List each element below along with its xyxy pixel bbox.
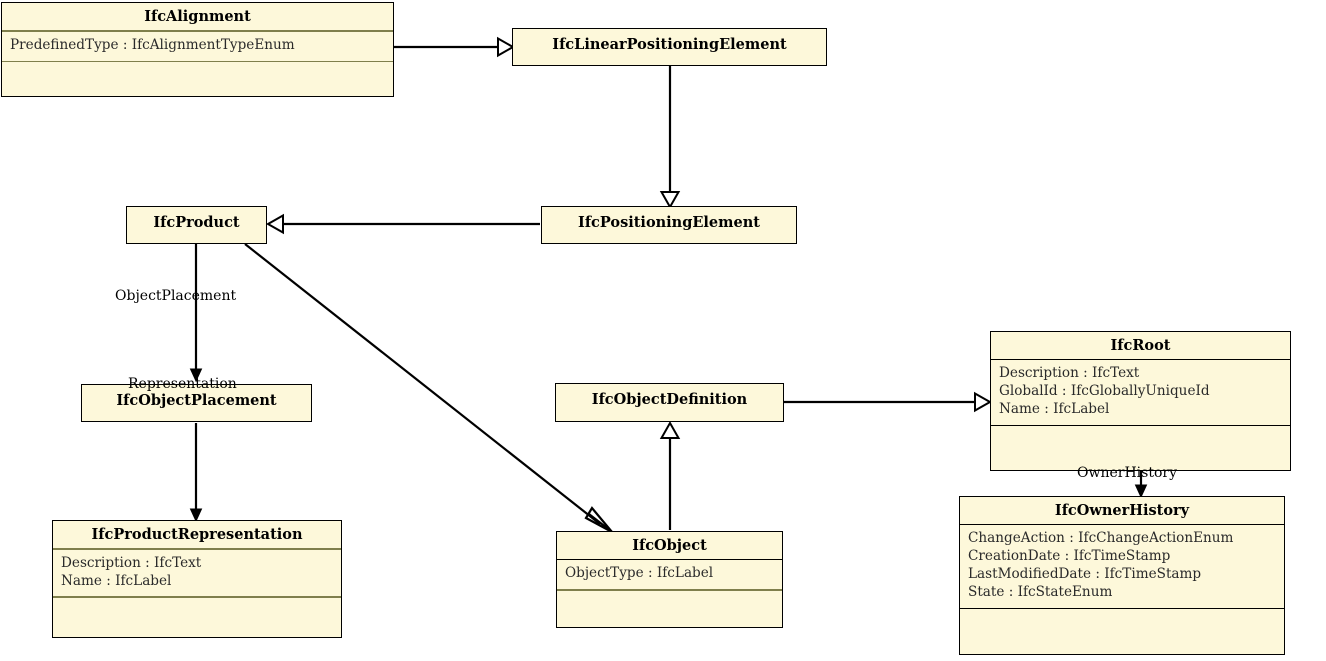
attribute-row: Name : IfcLabel [61, 572, 172, 589]
class-title: IfcAlignment [144, 8, 251, 25]
compartment-divider [960, 524, 1284, 526]
class-title: IfcProduct [153, 214, 240, 231]
class-title: IfcLinearPositioningElement [552, 36, 787, 53]
class-title: IfcProductRepresentation [91, 526, 303, 543]
generalization-arrowhead-tri [584, 506, 613, 533]
class-attributes: Description : IfcText GlobalId : IfcGlob… [991, 360, 1290, 425]
class-title: IfcRoot [1110, 337, 1171, 354]
generalization-arrowhead [659, 191, 681, 210]
attribute-row: CreationDate : IfcTimeStamp [968, 548, 1171, 565]
attribute-row: ObjectType : IfcLabel [565, 565, 714, 582]
compartment-divider [53, 596, 341, 598]
class-operations [960, 609, 1284, 654]
compartment-divider [2, 30, 393, 32]
class-attributes: PredefinedType : IfcAlignmentTypeEnum [2, 32, 393, 61]
generalization-arrowhead [974, 391, 993, 413]
class-box-ifclinearpositioningelement[interactable]: IfcLinearPositioningElement [512, 28, 827, 66]
class-attributes: ObjectType : IfcLabel [557, 560, 782, 589]
class-box-ifcobjectplacement[interactable]: IfcObjectPlacement [81, 384, 312, 422]
class-box-ifcalignment[interactable]: IfcAlignment PredefinedType : IfcAlignme… [1, 2, 394, 97]
attribute-row: LastModifiedDate : IfcTimeStamp [968, 565, 1202, 582]
compartment-divider [991, 424, 1290, 426]
class-title: IfcPositioningElement [578, 214, 760, 231]
class-title: IfcObject [632, 537, 707, 554]
class-attributes: Description : IfcText Name : IfcLabel [53, 550, 341, 597]
class-box-ifcproductrepresentation[interactable]: IfcProductRepresentation Description : I… [52, 520, 342, 638]
compartment-divider [2, 60, 393, 63]
class-box-ifcownerhistory[interactable]: IfcOwnerHistory ChangeAction : IfcChange… [959, 496, 1285, 655]
attribute-row: Description : IfcText [61, 554, 202, 571]
edge-label-object-placement: ObjectPlacement [115, 288, 237, 304]
attribute-row: State : IfcStateEnum [968, 583, 1113, 600]
generalization-arrowhead [265, 213, 284, 235]
generalization-arrowhead [497, 36, 516, 58]
attribute-row: ChangeAction : IfcChangeActionEnum [968, 530, 1234, 547]
class-operations [991, 426, 1290, 470]
attribute-row: Description : IfcText [999, 365, 1140, 382]
edge-label-representation: Representation [128, 376, 237, 392]
attribute-row: PredefinedType : IfcAlignmentTypeEnum [10, 36, 295, 53]
class-title: IfcObjectPlacement [116, 392, 277, 409]
generalization-arrowhead [587, 512, 612, 532]
compartment-divider [557, 559, 782, 561]
attribute-row: GlobalId : IfcGloballyUniqueId [999, 383, 1210, 400]
compartment-divider [53, 548, 341, 550]
class-operations [53, 598, 341, 637]
class-operations [2, 62, 393, 96]
class-title: IfcOwnerHistory [1054, 502, 1190, 519]
class-box-ifcobjectdefinition[interactable]: IfcObjectDefinition [555, 383, 784, 422]
edge-label-owner-history: OwnerHistory [1077, 465, 1177, 481]
compartment-divider [960, 607, 1284, 609]
class-box-ifcroot[interactable]: IfcRoot Description : IfcText GlobalId :… [990, 331, 1291, 471]
compartment-divider [991, 359, 1290, 361]
class-box-ifcobject[interactable]: IfcObject ObjectType : IfcLabel [556, 531, 783, 628]
generalization-arrowhead [659, 420, 681, 439]
class-attributes: ChangeAction : IfcChangeActionEnum Creat… [960, 525, 1284, 608]
class-operations [557, 591, 782, 627]
class-title: IfcObjectDefinition [591, 391, 748, 408]
compartment-divider [557, 589, 782, 591]
class-box-ifcpositioningelement[interactable]: IfcPositioningElement [541, 206, 797, 244]
attribute-row: Name : IfcLabel [999, 400, 1110, 417]
class-box-ifcproduct[interactable]: IfcProduct [126, 206, 267, 244]
